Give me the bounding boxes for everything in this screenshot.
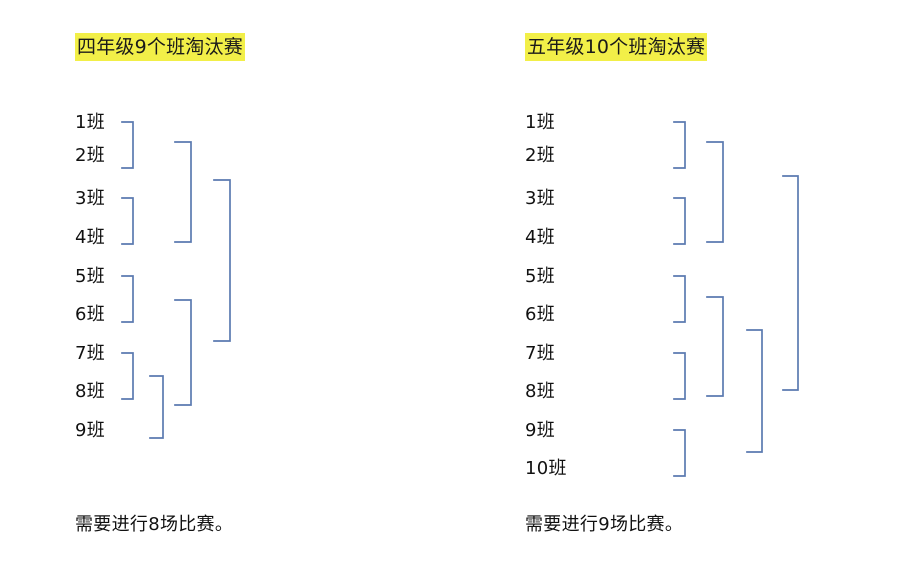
- left-bracket-r2-m2: [149, 375, 164, 439]
- left-panel-title: 四年级9个班淘汰赛: [75, 33, 245, 61]
- left-team-4: 4班: [75, 227, 106, 248]
- right-bracket-r1-m5: [673, 429, 686, 477]
- right-team-5: 5班: [525, 266, 556, 287]
- left-bracket-r1-m3: [121, 275, 134, 323]
- right-team-2: 2班: [525, 145, 556, 166]
- right-bracket-r3-m1: [746, 329, 763, 453]
- right-team-7: 7班: [525, 343, 556, 364]
- left-team-1: 1班: [75, 112, 106, 133]
- right-team-3: 3班: [525, 188, 556, 209]
- left-team-6: 6班: [75, 304, 106, 325]
- left-bracket-final: [213, 179, 231, 342]
- left-bracket-r1-m1: [121, 121, 134, 169]
- left-bracket-r2-m1: [174, 141, 192, 243]
- right-panel-title: 五年级10个班淘汰赛: [525, 33, 708, 61]
- left-bracket-area: 1班 2班 3班 4班 5班 6班 7班 8班 9班: [75, 112, 231, 441]
- grade-four-panel: 四年级9个班淘汰赛 1班 2班 3班 4班 5班 6班 7班 8班 9班 需要进…: [75, 33, 245, 535]
- right-team-4: 4班: [525, 227, 556, 248]
- left-bracket-r1-m4: [121, 352, 134, 400]
- left-team-2: 2班: [75, 145, 106, 166]
- grade-five-panel: 五年级10个班淘汰赛 1班 2班 3班 4班 5班 6班 7班 8班 9班 10…: [450, 0, 900, 575]
- left-team-9: 9班: [75, 420, 106, 441]
- right-bracket-r1-m3: [673, 275, 686, 323]
- right-bracket-r2-m1: [706, 141, 724, 243]
- right-bracket-area: 1班 2班 3班 4班 5班 6班 7班 8班 9班 10班: [450, 0, 900, 575]
- right-bracket-r1-m4: [673, 352, 686, 400]
- left-panel-footnote: 需要进行8场比赛。: [75, 514, 234, 535]
- right-panel-footnote: 需要进行9场比赛。: [525, 514, 684, 535]
- right-bracket-r2-m2: [706, 296, 724, 397]
- right-bracket-lines: [673, 121, 799, 477]
- left-bracket-r3-m1: [174, 299, 192, 406]
- right-team-6: 6班: [525, 304, 556, 325]
- right-team-8: 8班: [525, 381, 556, 402]
- right-team-10: 10班: [525, 458, 567, 479]
- right-team-9: 9班: [525, 420, 556, 441]
- right-bracket-r1-m2: [673, 197, 686, 245]
- left-bracket-lines: [121, 121, 231, 439]
- left-team-5: 5班: [75, 266, 106, 287]
- left-team-8: 8班: [75, 381, 106, 402]
- right-bracket-r1-m1: [673, 121, 686, 169]
- right-bracket-final: [782, 175, 799, 391]
- right-team-1: 1班: [525, 112, 556, 133]
- left-bracket-r1-m2: [121, 197, 134, 245]
- left-team-3: 3班: [75, 188, 106, 209]
- left-team-7: 7班: [75, 343, 106, 364]
